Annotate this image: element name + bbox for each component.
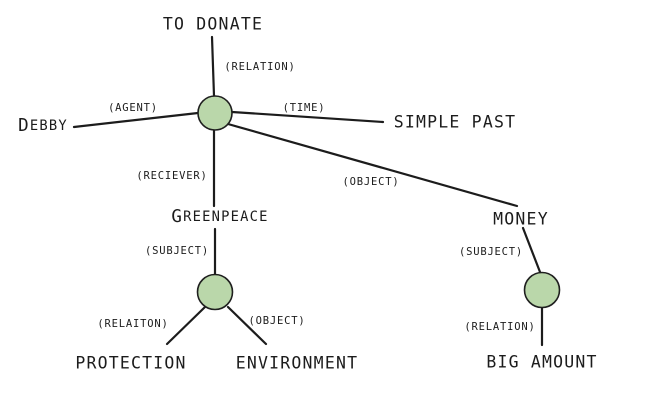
relation-label-relation-to-donate[interactable]: (RELATION)	[224, 61, 295, 73]
word-label-to-donate[interactable]: TO DONATE	[163, 15, 263, 34]
edge-main-money	[226, 122, 519, 208]
word-label-protection[interactable]: PROTECTION	[75, 354, 186, 373]
word-label-money[interactable]: MONEY	[493, 210, 549, 229]
relation-label-agent-debby[interactable]: (AGENT)	[108, 102, 158, 114]
relation-label-reciever-greenpeace[interactable]: (RECIEVER)	[136, 170, 207, 182]
edge-left-junction-environment	[226, 305, 268, 346]
node-right-junction[interactable]	[523, 271, 561, 309]
word-label-debby[interactable]: DEBBY	[18, 116, 68, 136]
relation-label-object-money[interactable]: (OBJECT)	[343, 176, 400, 188]
relation-label-subject-greenpeace[interactable]: (SUBJECT)	[145, 245, 209, 257]
edge-main-simple-past	[230, 110, 385, 124]
relation-label-time-simple-past[interactable]: (TIME)	[283, 102, 326, 114]
relation-label-subject-money[interactable]: (SUBJECT)	[459, 246, 523, 258]
node-left-junction[interactable]	[196, 273, 234, 311]
edge-money-right-junction	[521, 226, 542, 274]
word-label-simple-past[interactable]: SIMPLE PAST	[394, 113, 516, 132]
edge-to-donate-main	[210, 35, 216, 98]
relation-label-object-environment[interactable]: (OBJECT)	[249, 315, 306, 327]
node-main-junction[interactable]	[197, 95, 233, 131]
word-label-greenpeace[interactable]: GREENPEACE	[171, 207, 268, 227]
relation-label-relation-big-amount[interactable]: (RELATION)	[464, 321, 535, 333]
relation-label-relaiton-protection[interactable]: (RELAITON)	[97, 318, 168, 330]
edge-debby-main	[72, 111, 200, 129]
word-label-environment[interactable]: ENVIRONMENT	[236, 354, 358, 373]
edge-left-junction-protection	[165, 305, 207, 346]
word-label-big-amount[interactable]: BIG AMOUNT	[486, 353, 597, 372]
